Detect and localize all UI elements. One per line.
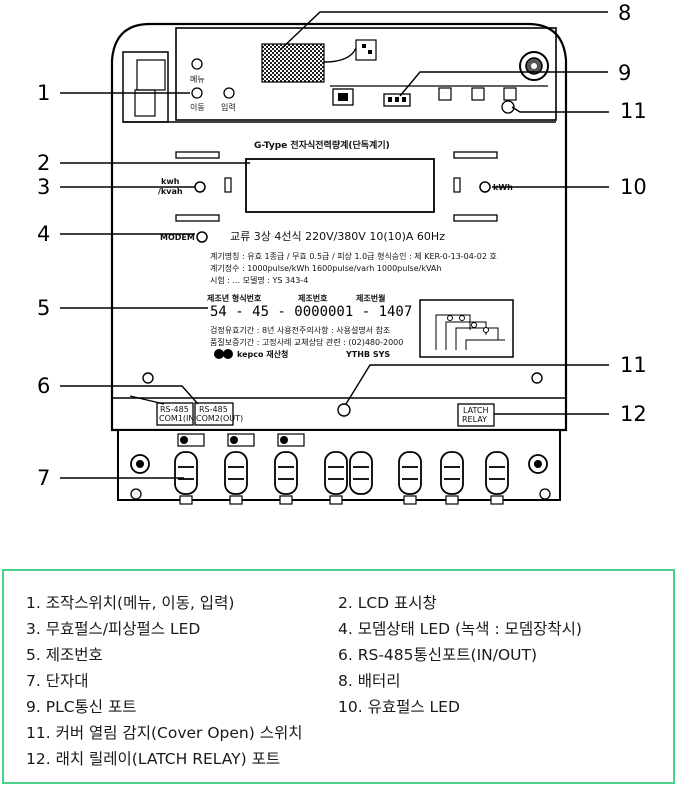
callout-10: 10 [620, 175, 647, 199]
legend-item-2: 2. LCD 표시창 [338, 594, 437, 612]
top-compartment [175, 27, 557, 121]
legend-box: 1. 조작스위치(메뉴, 이동, 입력) 3. 무효펄스/피상펄스 LED 5.… [2, 569, 675, 784]
enter-button-label: 입력 [221, 102, 236, 112]
left-switch-box [122, 51, 169, 123]
serial-header-2: 제조번호 [298, 293, 328, 303]
rs485-in-label-2: COM1(IN) [159, 414, 197, 423]
modem-label: MODEM [160, 233, 195, 242]
cover-open-switch [337, 403, 351, 417]
rs485-out-port [194, 402, 234, 426]
org-line-1: 검정유효기간 : 8년 사용전주의사항 : 사용설명서 참조 [210, 325, 390, 335]
plc-port-left [332, 88, 354, 106]
legend-item-6: 6. RS-485통신포트(IN/OUT) [338, 646, 538, 664]
maker-left: kepco 재산청 [237, 349, 288, 359]
latch-label-1: LATCH [463, 406, 489, 415]
legend-item-4: 4. 모뎀상태 LED (녹색 : 모뎀장착시) [338, 620, 582, 638]
org-line-2: 품질보증기간 : 고정사례 교체상담 관련 : (02)480-2000 [210, 337, 403, 347]
meter-title: G-Type 전자식전력량계(단독계기) [254, 139, 390, 151]
serial-number: 54 - 45 - 0000001 - 1407 [210, 304, 412, 320]
enter-button [223, 87, 235, 99]
callout-11: 11 [620, 353, 647, 377]
modem-led [196, 231, 208, 243]
kepco-logo [214, 349, 224, 359]
legend-item-3: 3. 무효펄스/피상펄스 LED [26, 620, 201, 638]
info-line-2: 계기정수 : 1000pulse/kWh 1600pulse/varh 1000… [210, 263, 441, 273]
callout-8: 8 [618, 1, 631, 25]
callout-9: 9 [618, 61, 631, 85]
plc-port [383, 93, 411, 107]
pulse-label-1: kwh [161, 177, 180, 186]
meter-body [110, 22, 568, 432]
callout-6: 6 [37, 374, 50, 398]
legend-item-11: 11. 커버 열림 감지(Cover Open) 스위치 [26, 724, 303, 742]
legend-item-1: 1. 조작스위치(메뉴, 이동, 입력) [26, 594, 235, 612]
legend-item-10: 10. 유효펄스 LED [338, 698, 460, 716]
mount-hole-right [531, 372, 543, 384]
legend-item-12: 12. 래치 릴레이(LATCH RELAY) 포트 [26, 750, 281, 768]
battery [261, 43, 325, 83]
legend-item-9: 9. PLC통신 포트 [26, 698, 137, 716]
mount-hole-left [142, 372, 154, 384]
active-pulse-led [479, 181, 491, 193]
lcd-display [245, 158, 435, 213]
info-line-1: 계기명칭 : 유효 1종급 / 무효 0.5급 / 피상 1.0급 형식승인 :… [210, 251, 497, 261]
rs485-out-label-1: RS-485 [199, 405, 228, 414]
info-line-3: 시험 : ... 모델명 : YS 343-4 [210, 275, 308, 285]
rs485-in-label-1: RS-485 [160, 405, 189, 414]
rs485-out-label-2: COM2(OUT) [196, 414, 243, 423]
move-button-label: 이동 [190, 102, 205, 112]
legend-item-7: 7. 단자대 [26, 672, 89, 690]
maker-right: YTHB SYS [345, 350, 390, 359]
latch-relay-port [457, 403, 495, 427]
menu-button-label: 메뉴 [190, 75, 205, 84]
menu-button [191, 58, 203, 70]
callout-2: 2 [37, 151, 50, 175]
terminals [174, 451, 509, 495]
callout-12: 12 [620, 402, 647, 426]
callout-1: 1 [37, 81, 50, 105]
meter-diagram: 메뉴 이동 입력 G-Type 전자식전력량계(단독계기) kwh /kvah … [37, 1, 647, 505]
serial-header-3: 제조번월 [356, 293, 385, 303]
serial-header-1: 제조년 형식번호 [207, 293, 262, 303]
pulse-label-2: /kvah [158, 187, 183, 196]
legend-item-5: 5. 제조번호 [26, 646, 103, 664]
spec-line: 교류 3상 4선식 220V/380V 10(10)A 60Hz [230, 230, 445, 243]
callout-11-top: 11 [620, 99, 647, 123]
cover-open-switch-top [501, 100, 515, 114]
legend-item-8: 8. 배터리 [338, 672, 401, 690]
rs485-in-port [156, 402, 194, 426]
callout-5: 5 [37, 296, 50, 320]
callout-3: 3 [37, 175, 50, 199]
leader-lines [60, 11, 609, 479]
move-button [191, 87, 203, 99]
callout-4: 4 [37, 222, 50, 246]
latch-label-2: RELAY [462, 415, 487, 424]
callout-7: 7 [37, 466, 50, 490]
